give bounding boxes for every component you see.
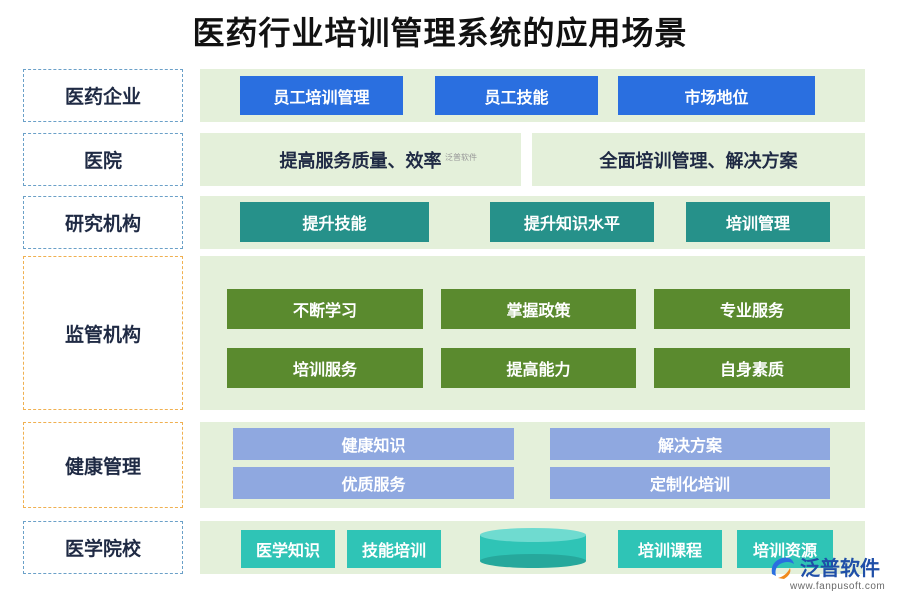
row-band-hospital-right	[532, 133, 865, 186]
row-label-school: 医学院校	[23, 521, 183, 574]
fanpu-logo-icon	[771, 557, 794, 579]
row-label-health: 健康管理	[23, 422, 183, 508]
chip-skill-training: 技能培训	[347, 530, 441, 568]
chip-training-courses: 培训课程	[618, 530, 722, 568]
row-label-research: 研究机构	[23, 196, 183, 249]
chip-improve-ability: 提高能力	[441, 348, 636, 388]
chip-continuous-learning: 不断学习	[227, 289, 423, 329]
logo-url: www.fanpusoft.com	[790, 581, 886, 592]
watermark-small: 泛普软件	[445, 153, 477, 162]
row-label-regulator: 监管机构	[23, 256, 183, 410]
chip-professional-service: 专业服务	[654, 289, 850, 329]
database-cylinder-icon	[480, 528, 586, 568]
chip-health-knowledge: 健康知识	[233, 428, 514, 460]
chip-self-quality: 自身素质	[654, 348, 850, 388]
chip-improve-knowledge: 提升知识水平	[490, 202, 654, 242]
chip-training-service: 培训服务	[227, 348, 423, 388]
chip-solutions: 解决方案	[550, 428, 830, 460]
page-title: 医药行业培训管理系统的应用场景	[192, 15, 688, 51]
chip-staff-skills: 员工技能	[435, 76, 598, 115]
row-band-hospital-left	[200, 133, 521, 186]
chip-market-position: 市场地位	[618, 76, 815, 115]
text-full-training: 全面培训管理、解决方案	[599, 150, 798, 171]
brand-logo: 泛普软件	[768, 552, 880, 581]
chip-master-policy: 掌握政策	[441, 289, 636, 329]
chip-medical-knowledge: 医学知识	[241, 530, 335, 568]
logo-name: 泛普软件	[800, 558, 880, 580]
chip-quality-service: 优质服务	[233, 467, 514, 499]
chip-training-management: 培训管理	[686, 202, 830, 242]
text-service-quality: 提高服务质量、效率	[279, 150, 442, 171]
row-label-hospital: 医院	[23, 133, 183, 186]
chip-improve-skills: 提升技能	[240, 202, 429, 242]
chip-staff-training: 员工培训管理	[240, 76, 403, 115]
row-label-pharma: 医药企业	[23, 69, 183, 122]
chip-custom-training: 定制化培训	[550, 467, 830, 499]
